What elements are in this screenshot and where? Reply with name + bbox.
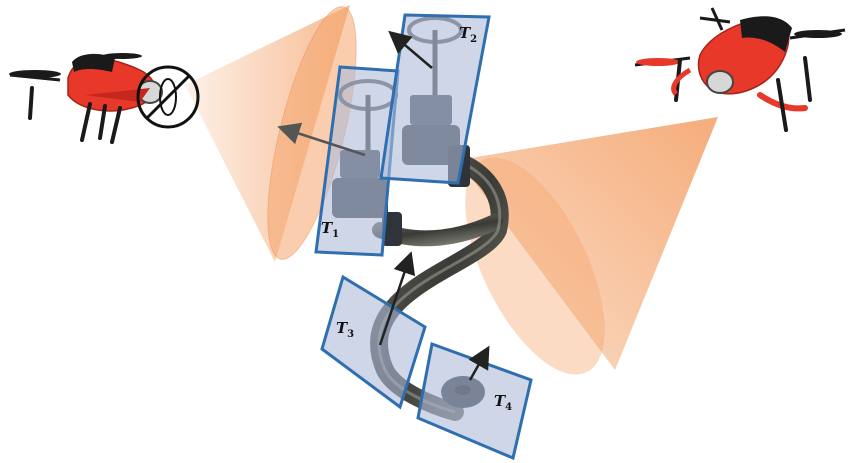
target-box-t4 <box>416 341 533 461</box>
label-t1: T1 <box>321 219 339 240</box>
label-t3: T3 <box>336 319 354 340</box>
target-box-t3 <box>320 274 427 410</box>
drone-right-icon <box>634 7 846 132</box>
target-box-t1 <box>314 65 400 257</box>
arrow-t1-view <box>277 122 366 157</box>
pipe-flange-icon <box>382 212 402 246</box>
arrow-t4-view <box>468 345 490 381</box>
arrow-t3-view <box>378 251 416 346</box>
prohibited-camera-icon <box>136 65 200 129</box>
target-box-t2 <box>379 13 491 185</box>
label-t4: T4 <box>494 392 512 413</box>
label-t2: T2 <box>459 24 477 45</box>
drone-left-icon <box>9 53 163 144</box>
arrow-t2-view <box>388 30 433 69</box>
